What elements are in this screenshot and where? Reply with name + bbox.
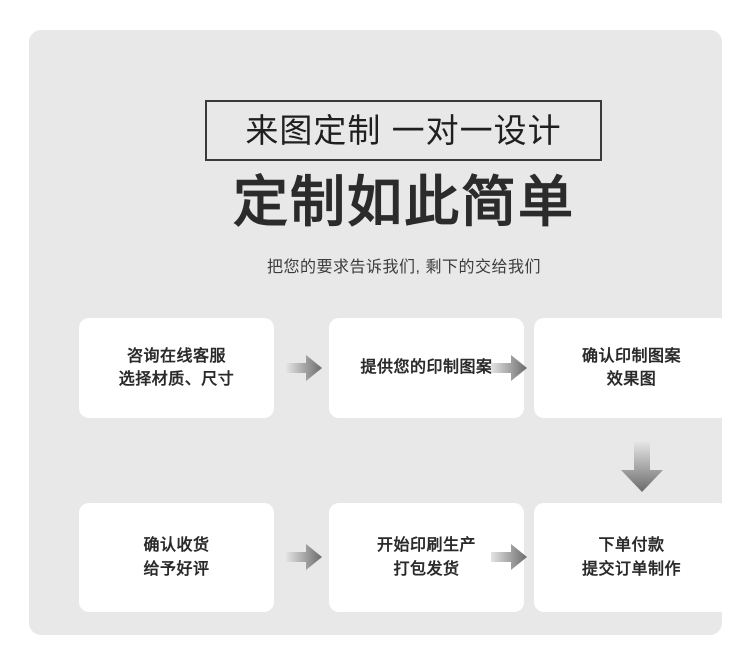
flow-step-card-3: 确认印制图案 效果图 bbox=[534, 318, 729, 418]
tagline-box: 来图定制 一对一设计 bbox=[205, 100, 602, 161]
page-title: 定制如此简单 bbox=[232, 171, 575, 233]
flow-step-label-2: 提供您的印制图案 bbox=[360, 359, 493, 377]
tagline-text: 来图定制 一对一设计 bbox=[245, 112, 562, 149]
arrow-right-icon-1 bbox=[286, 355, 322, 381]
flow-step-label-5: 开始印刷生产 打包发货 bbox=[376, 537, 476, 578]
flow-step-label-1: 咨询在线客服 选择材质、尺寸 bbox=[118, 347, 235, 388]
arrow-right-icon-3 bbox=[286, 544, 322, 570]
flow-step-label-3: 确认印制图案 效果图 bbox=[581, 347, 681, 388]
flow-step-label-4: 确认收货 给予好评 bbox=[143, 537, 210, 578]
arrow-down-icon bbox=[621, 442, 663, 492]
flow-step-card-4: 确认收货 给予好评 bbox=[79, 503, 274, 612]
arrow-right-icon-2 bbox=[491, 355, 527, 381]
content-panel: 来图定制 一对一设计 定制如此简单 把您的要求告诉我们, 剩下的交给我们 咨询在… bbox=[29, 30, 729, 635]
flow-step-card-1: 咨询在线客服 选择材质、尺寸 bbox=[79, 318, 274, 418]
flow-step-label-6: 下单付款 提交订单制作 bbox=[581, 537, 681, 578]
flow-step-card-6: 下单付款 提交订单制作 bbox=[534, 503, 729, 612]
arrow-right-icon-4 bbox=[491, 544, 527, 570]
page-subtitle: 把您的要求告诉我们, 剩下的交给我们 bbox=[267, 259, 541, 276]
